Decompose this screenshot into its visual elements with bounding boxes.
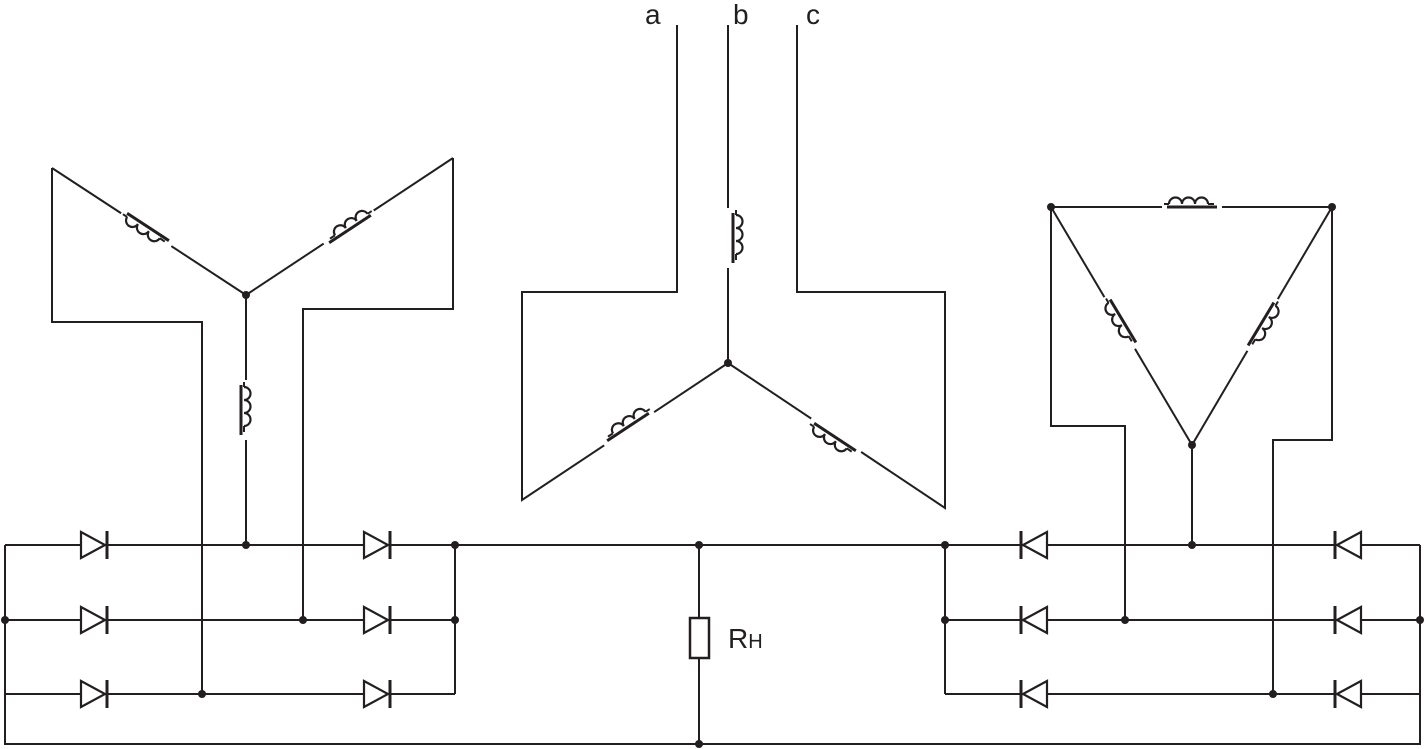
coil-left-1	[117, 200, 180, 251]
diode-l1	[78, 529, 110, 561]
primary-wye-winding	[521, 25, 946, 510]
terminal-label-a: a	[645, 0, 661, 30]
coil-left-3	[235, 380, 255, 440]
load-label: RH	[728, 623, 763, 654]
junction-nodes	[1, 541, 1424, 748]
coil-primary-c	[804, 412, 866, 462]
left-wye-winding	[51, 157, 454, 694]
diode-r1	[1018, 529, 1050, 561]
delta-node-right	[1328, 203, 1336, 211]
diode-l5	[361, 604, 393, 636]
coil-delta-top	[1162, 195, 1222, 215]
diode-r4	[1332, 529, 1364, 561]
coil-left-2	[320, 204, 382, 256]
diode-r6	[1332, 678, 1364, 710]
diode-r5	[1332, 604, 1364, 636]
bus-wiring	[4, 544, 1421, 745]
load-resistor	[688, 616, 711, 660]
delta-node-left	[1047, 203, 1055, 211]
delta-node-bottom	[1188, 441, 1196, 449]
coil-primary-a	[597, 402, 659, 452]
diode-l4	[361, 529, 393, 561]
right-delta-winding	[1047, 195, 1336, 694]
diode-r3	[1018, 678, 1050, 710]
diode-l3	[78, 678, 110, 710]
coil-delta-left	[1098, 289, 1149, 351]
diode-r2	[1018, 604, 1050, 636]
terminal-label-b: b	[733, 0, 749, 30]
coil-delta-right	[1238, 294, 1287, 356]
left-neutral-node	[242, 291, 250, 299]
terminal-label-c: c	[806, 0, 820, 30]
primary-neutral-node	[724, 359, 732, 367]
coil-primary-b	[717, 208, 744, 268]
diode-l2	[78, 604, 110, 636]
diode-l6	[361, 678, 393, 710]
